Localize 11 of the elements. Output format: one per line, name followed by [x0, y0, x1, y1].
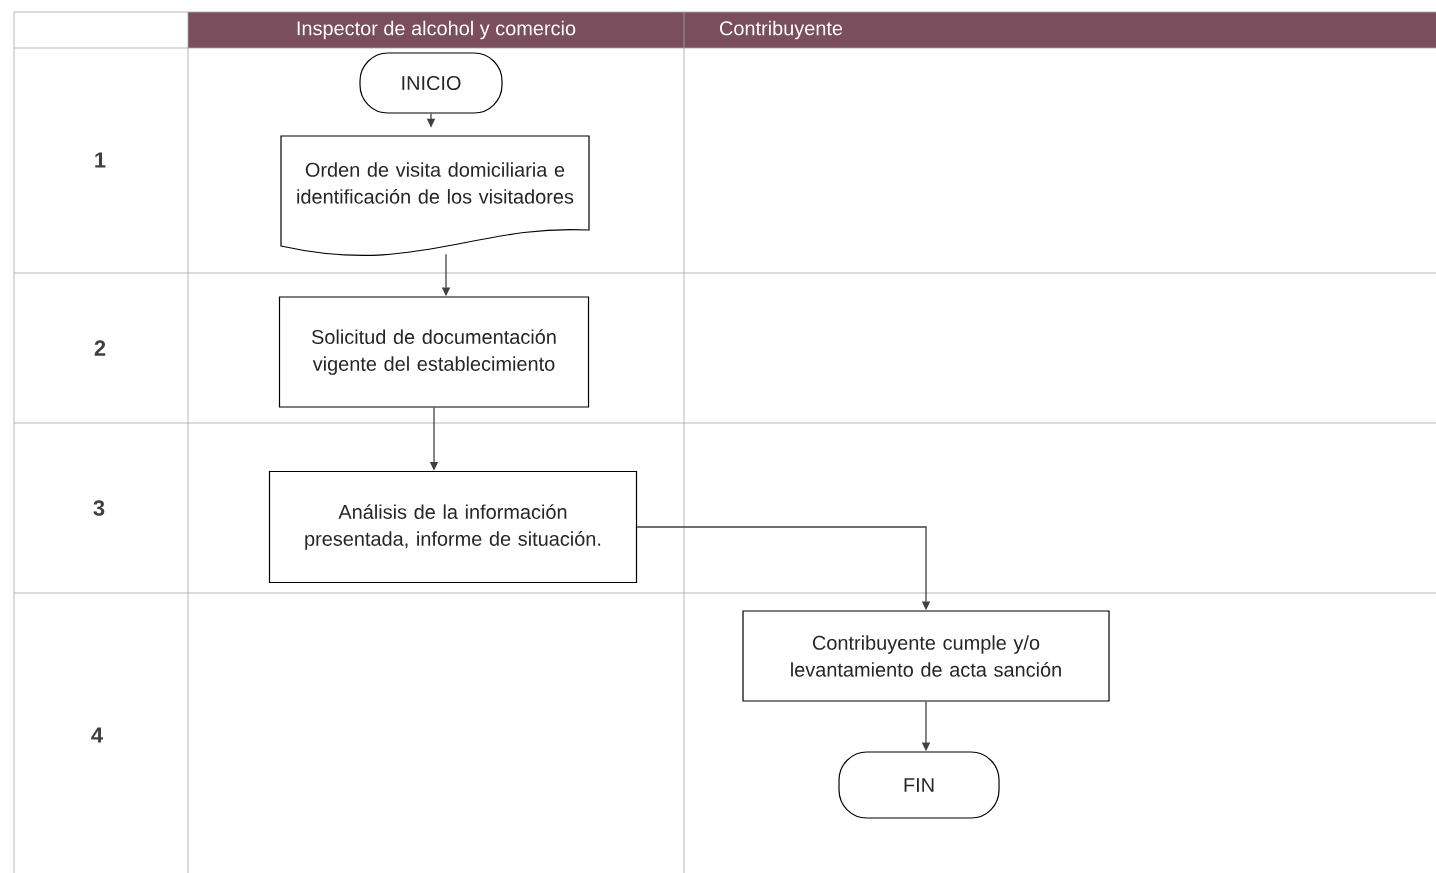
- row-number: 1: [95, 152, 106, 168]
- terminal-box: FIN: [838, 751, 1000, 819]
- terminal-box: INICIO: [359, 52, 503, 114]
- document-box: Orden de visita domiciliaria e identificación de los visitadores: [280, 135, 590, 256]
- row-number: 3: [93, 500, 105, 516]
- row-number: 4: [91, 727, 103, 743]
- row-number: 2: [94, 340, 106, 356]
- header-title: Contribuyente: [720, 20, 843, 40]
- process-box: Análisis de la información presentada, informe de situación.: [268, 470, 638, 584]
- process-box: Solicitud de documentación vigente del establecimiento: [278, 296, 590, 408]
- process-box: Contribuyente cumple y/o levantamiento de acta sanción: [742, 610, 1110, 702]
